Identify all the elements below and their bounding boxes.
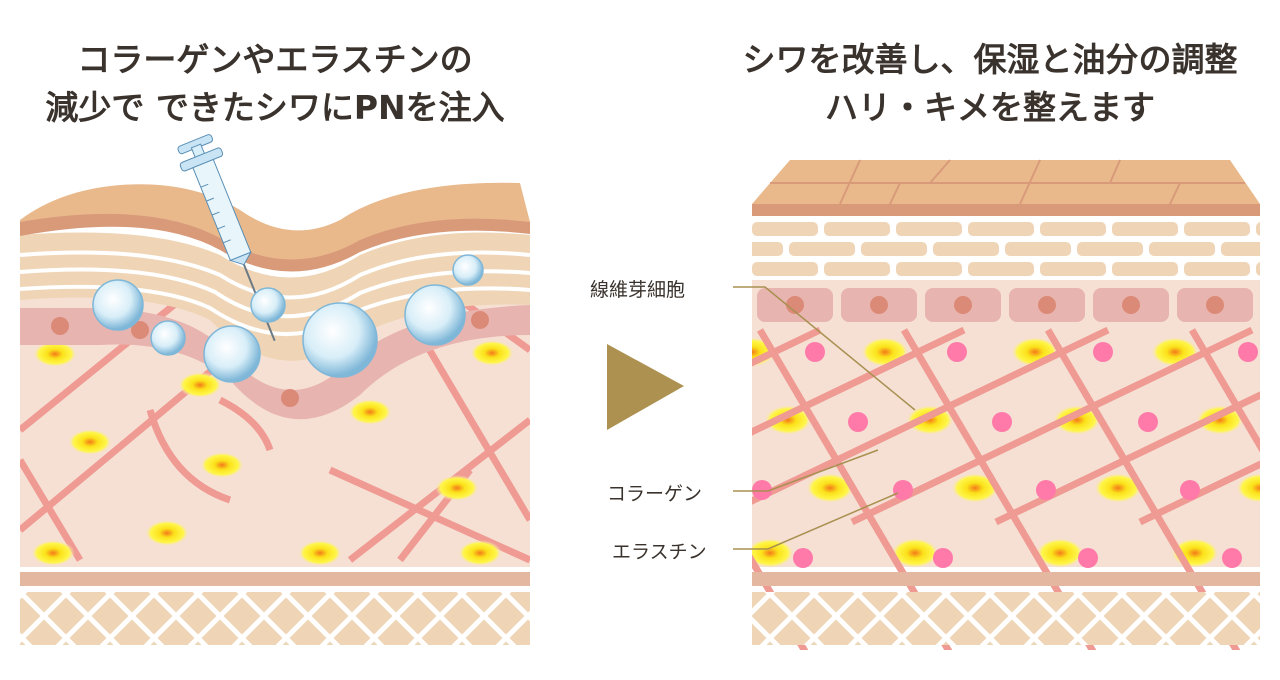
fiber-junction-node [1222,548,1242,568]
elastin-fiber [994,391,1260,526]
epidermis-layers [752,222,1260,276]
elastin-fiber [850,326,1254,526]
brick [968,262,1034,276]
cell-nucleus [1038,296,1056,314]
cell-nucleus [1206,296,1224,314]
brick [824,222,890,236]
fibroblast-cell [951,473,999,503]
brick [1221,242,1260,256]
brick [933,242,999,256]
fibroblast-cell [1036,538,1084,568]
fibroblast-cell [806,473,854,503]
brick [1256,262,1260,276]
left-skin-cross-section [20,182,530,645]
cell-nucleus [786,296,804,314]
cell-nucleus [954,296,972,314]
brick [1149,242,1215,256]
fibroblast-cells [31,340,514,566]
fiber-junction-node [1238,342,1258,362]
fibroblast-cell [752,538,794,568]
brick [1184,222,1250,236]
brick [789,242,855,256]
collagen-elastin-network [752,326,1260,650]
fibroblast-cell [1094,473,1142,503]
fiber-junction-node [805,342,825,362]
cell-nucleus [1122,296,1140,314]
stratum-corneum [20,182,530,269]
leader-lines [733,286,916,550]
fiber-junction-node [1180,480,1200,500]
brick [1077,242,1143,256]
right-title-line2: ハリ・キメを整えます [825,88,1155,127]
brick [752,222,818,236]
brick [968,222,1034,236]
brick [1005,242,1071,256]
brick [1112,262,1178,276]
brick [1184,262,1250,276]
brick [861,242,927,256]
fibroblast-row [757,288,1253,322]
fiber-junction-node [752,480,772,500]
fiber-junction-node [848,412,868,432]
fiber-junction-node [947,342,967,362]
elastin-fiber [752,326,1110,505]
fat-layer [20,592,530,645]
cell-nucleus [870,296,888,314]
brick [1040,222,1106,236]
right-skin-cross-section [752,159,1260,650]
fiber-junction-node [1093,342,1113,362]
fibroblast-cell [1236,473,1260,503]
elastin-fiber [752,326,822,367]
brick [752,242,783,256]
pn-bubbles [92,254,484,383]
left-title-line2: 減少で できたシワにPNを注入 [45,88,505,127]
fibroblast-cell [891,538,939,568]
fibroblast-cell [1053,405,1101,435]
brick [896,262,962,276]
collagen-fiber [1188,328,1260,453]
fiber-junction-node [1036,480,1056,500]
left-title-line1: コラーゲンやエラスチンの [77,40,473,79]
label-collagen: コラーゲン [607,483,703,505]
brick [824,262,890,276]
label-fibroblast: 線維芽細胞 [590,279,686,301]
left-title: コラーゲンやエラスチンの 減少で できたシワにPNを注入 [0,36,550,132]
brick [752,262,818,276]
right-title-line1: シワを改善し、保湿と油分の調整 [742,40,1238,79]
brick [1256,222,1260,236]
brick [1040,262,1106,276]
fiber-junction-node [893,480,913,500]
subcutis-band [20,572,530,586]
brick [1112,222,1178,236]
fiber-junction-node [793,548,813,568]
elastin-fiber [752,326,966,436]
fiber-junction-node [1138,412,1158,432]
brick [896,222,962,236]
fiber-junction-node [992,412,1012,432]
syringe [177,134,276,342]
label-elastin: エラスチン [612,541,707,563]
elastin-fiber [1138,460,1260,526]
fiber-junction-node [933,548,953,568]
fiber-junction-node [1078,548,1098,568]
arrow-right-icon [607,344,684,430]
right-title: シワを改善し、保湿と油分の調整 ハリ・キメを整えます [700,36,1280,132]
